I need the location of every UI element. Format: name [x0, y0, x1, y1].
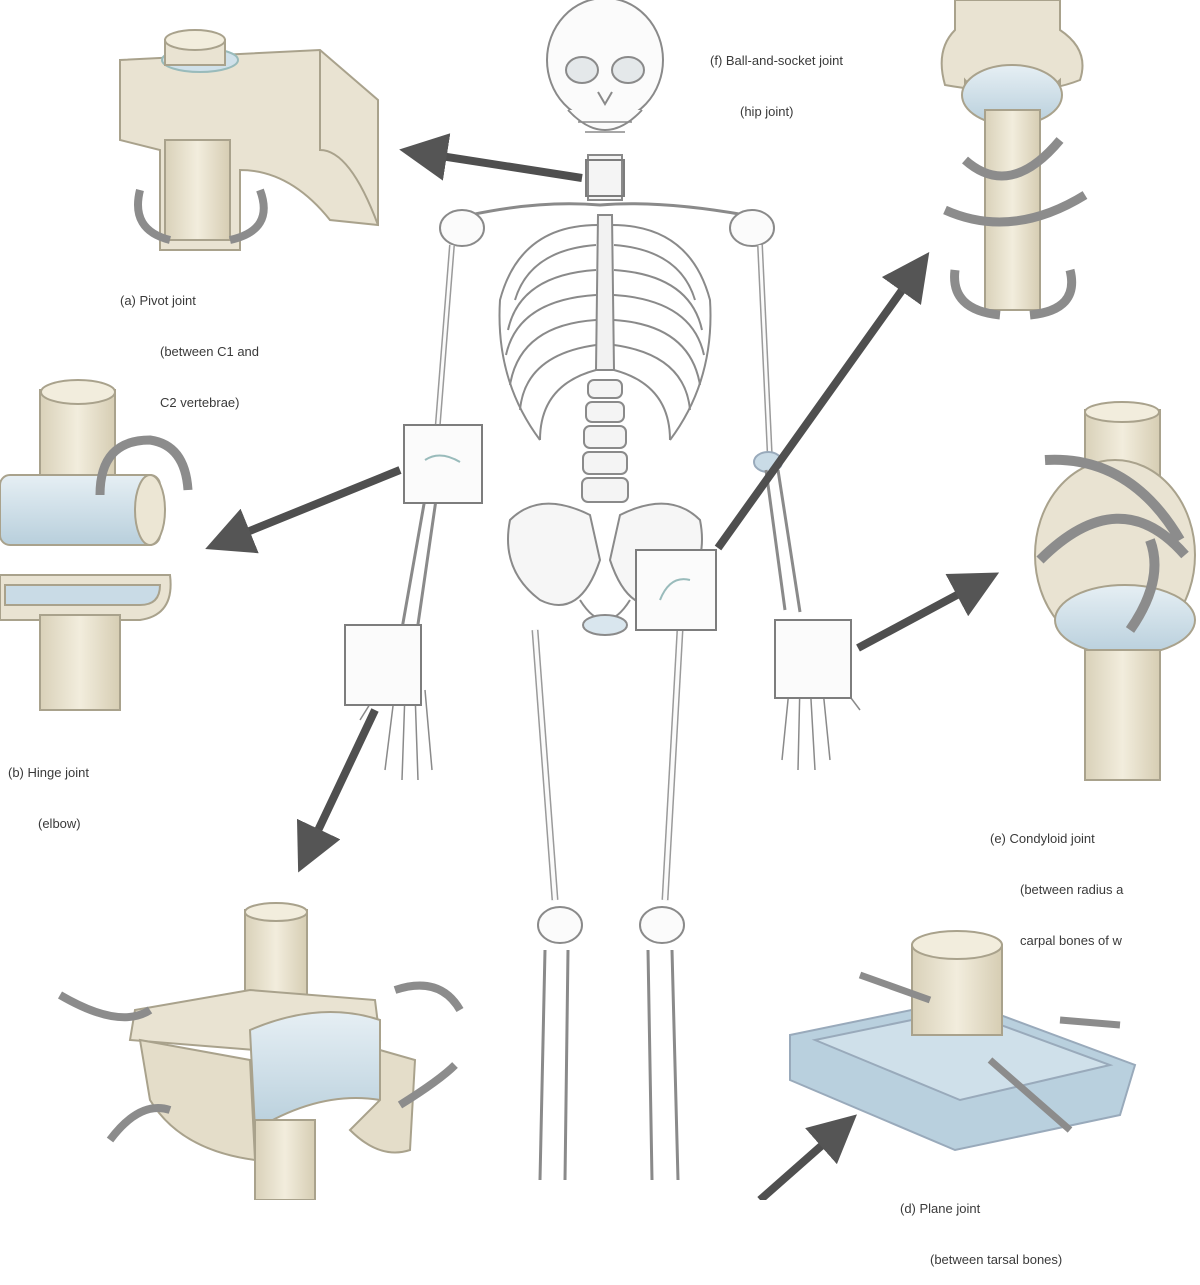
locator-box-hand	[344, 624, 422, 706]
left-hand	[359, 679, 433, 781]
skull	[546, 0, 664, 133]
label-ball-line-2: (hip joint)	[740, 104, 794, 119]
pivot-joint-illustration	[119, 29, 379, 251]
skeleton	[359, 0, 861, 1181]
locator-box-neck	[585, 159, 625, 197]
arrow-to-ball	[714, 251, 930, 551]
lumbar-spine	[581, 379, 629, 503]
label-ball-line-1: (f) Ball-and-socket joint	[710, 53, 843, 68]
label-plane-joint: (d) Plane joint (between tarsal bones)	[900, 1166, 1062, 1285]
arrow-to-pivot	[399, 133, 583, 182]
label-pivot-line-3: C2 vertebrae)	[160, 395, 240, 410]
hinge-joint-illustration	[0, 379, 193, 711]
label-pivot-line-1: (a) Pivot joint	[120, 293, 196, 308]
arrow-to-hinge	[205, 466, 402, 554]
label-condyloid-line-3: carpal bones of w	[1020, 933, 1122, 948]
arrow-to-plane	[757, 1114, 857, 1203]
pointer-arrows	[205, 133, 1000, 1203]
label-hinge-line-2: (elbow)	[38, 816, 81, 831]
label-condyloid-line-2: (between radius a	[1020, 882, 1124, 897]
right-arm	[753, 244, 861, 771]
diagram-canvas	[0, 0, 1196, 1203]
label-pivot-line-2: (between C1 and	[160, 344, 260, 359]
label-hinge-joint: (b) Hinge joint (elbow)	[8, 730, 89, 849]
arrow-to-saddle	[296, 708, 379, 873]
label-hinge-line-1: (b) Hinge joint	[8, 765, 89, 780]
cervical-spine	[587, 154, 623, 201]
label-plane-line-2: (between tarsal bones)	[930, 1252, 1063, 1267]
rib-cage	[498, 224, 712, 441]
saddle-joint-illustration	[57, 902, 464, 1201]
locator-box-wrist	[774, 619, 852, 699]
label-condyloid-joint: (e) Condyloid joint (between radius a ca…	[990, 796, 1123, 966]
label-pivot-joint: (a) Pivot joint (between C1 and C2 verte…	[120, 258, 259, 428]
locator-box-elbow	[403, 424, 483, 504]
right-leg	[639, 629, 685, 1181]
label-plane-line-1: (d) Plane joint	[900, 1201, 981, 1216]
locator-box-hip	[635, 549, 717, 631]
left-leg	[531, 629, 583, 1181]
joint-locator-boxes	[344, 159, 852, 706]
plane-joint-illustration	[789, 930, 1137, 1152]
label-condyloid-line-1: (e) Condyloid joint	[990, 831, 1095, 846]
label-ball-socket-joint: (f) Ball-and-socket joint (hip joint)	[710, 18, 843, 137]
right-hand	[781, 669, 861, 771]
condyloid-joint-illustration	[1034, 401, 1196, 781]
arrow-to-condyloid	[856, 572, 1000, 652]
ball-socket-joint-illustration	[940, 0, 1088, 320]
